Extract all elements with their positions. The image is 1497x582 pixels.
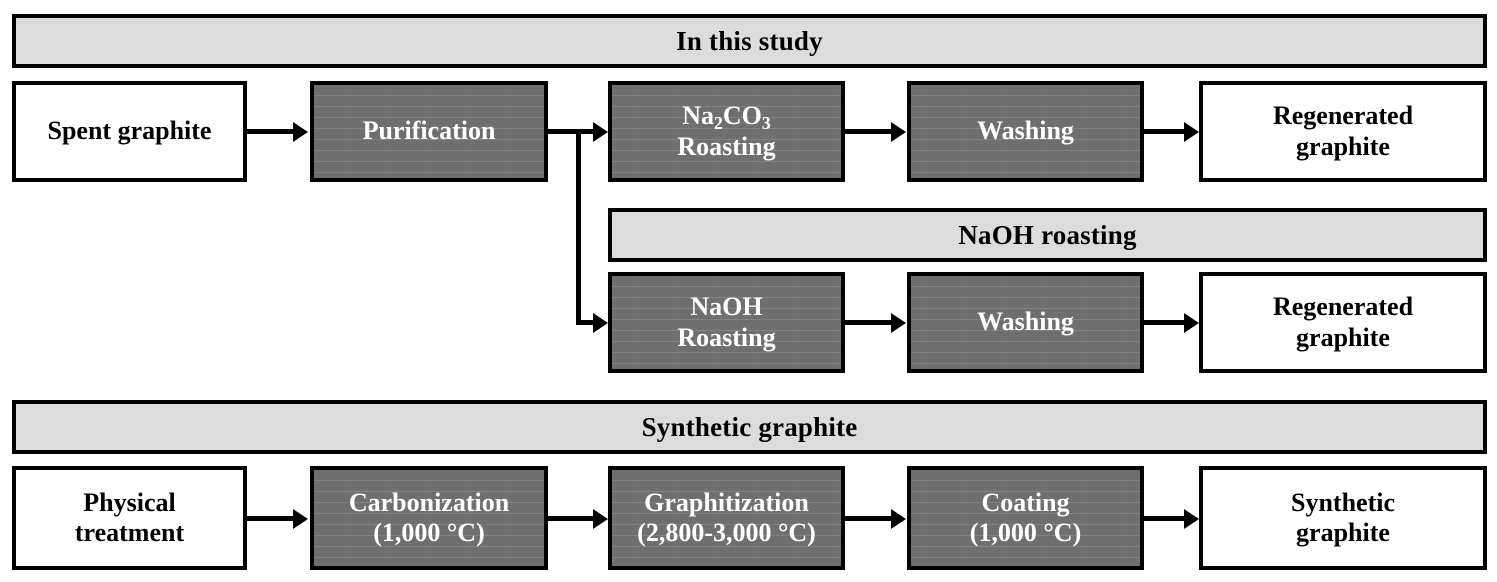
node-coating: Coating (1,000 °C) [907, 466, 1144, 570]
node-regenerated-graphite-2-label: Regenerated graphite [1273, 292, 1413, 352]
arrow-graphitization-to-coating-line [845, 516, 891, 521]
node-synthetic-graphite-output: Synthetic graphite [1199, 466, 1487, 570]
node-regenerated-graphite-1-label: Regenerated graphite [1273, 101, 1413, 161]
arrow-na2co3-to-washing-line [845, 129, 891, 134]
node-naoh-roasting: NaOH Roasting [608, 272, 845, 373]
regenerated-1-line1: Regenerated [1272, 101, 1414, 131]
node-regenerated-graphite-1: Regenerated graphite [1199, 81, 1487, 182]
node-physical-treatment-label: Physical treatment [75, 488, 184, 548]
banner-naoh-roasting: NaOH roasting [608, 208, 1487, 262]
banner-synthetic-graphite: Synthetic graphite [12, 400, 1487, 454]
node-spent-graphite: Spent graphite [12, 81, 247, 182]
arrow-washing-to-regenerated-1-head [1184, 122, 1199, 142]
na2co3-sub-2: 2 [714, 112, 723, 133]
node-purification-label: Purification [362, 116, 496, 146]
carbonization-line2: (1,000 °C) [373, 518, 485, 547]
arrow-graphitization-to-coating-head [891, 509, 906, 529]
naoh-line2: Roasting [677, 322, 776, 352]
branch-to-naoh-line [576, 320, 593, 325]
regenerated-1-line2: graphite [1296, 131, 1390, 161]
node-coating-label: Coating (1,000 °C) [970, 488, 1082, 548]
arrow-na2co3-to-washing-head [891, 122, 906, 142]
node-naoh-roasting-label: NaOH Roasting [677, 292, 775, 352]
arrow-washing-to-regenerated-1-line [1144, 129, 1184, 134]
arrow-physical-to-carbonization-line [247, 516, 293, 521]
graphitization-line1: Graphitization [644, 487, 809, 517]
node-spent-graphite-label: Spent graphite [47, 116, 212, 146]
na2co3-roasting-word: Roasting [677, 131, 776, 161]
banner-in-this-study-label: In this study [676, 25, 823, 56]
arrow-coating-to-synthetic-line [1144, 516, 1184, 521]
arrow-spent-to-purification-head [293, 122, 308, 142]
regenerated-2-line2: graphite [1296, 322, 1390, 352]
arrow-naoh-to-washing-head [891, 313, 906, 333]
node-carbonization: Carbonization (1,000 °C) [310, 466, 548, 570]
na2co3-prefix: Na [682, 101, 715, 131]
naoh-line1: NaOH [690, 292, 763, 322]
branch-vertical-connector [576, 129, 581, 325]
node-washing-naoh: Washing [907, 272, 1144, 373]
synthetic-line1: Synthetic [1291, 487, 1395, 517]
node-carbonization-label: Carbonization (1,000 °C) [349, 488, 509, 548]
na2co3-formula: Na2CO3 [677, 101, 775, 133]
node-regenerated-graphite-2: Regenerated graphite [1199, 272, 1487, 373]
arrow-physical-to-carbonization-head [293, 509, 308, 529]
node-synthetic-graphite-output-label: Synthetic graphite [1291, 488, 1395, 548]
node-washing-naoh-label: Washing [977, 307, 1074, 337]
arrow-spent-to-purification-line [247, 129, 293, 134]
arrow-carbonization-to-graphitization-line [548, 516, 593, 521]
node-graphitization: Graphitization (2,800-3,000 °C) [608, 466, 845, 570]
node-washing-na2co3: Washing [907, 81, 1144, 182]
synthetic-line2: graphite [1296, 518, 1390, 547]
banner-synthetic-graphite-label: Synthetic graphite [641, 411, 858, 442]
node-na2co3-roasting-label: Na2CO3 Roasting [677, 101, 775, 161]
node-purification: Purification [310, 81, 548, 182]
arrow-purification-to-na2co3-line [548, 129, 593, 134]
graphitization-line2: (2,800-3,000 °C) [637, 518, 816, 547]
coating-line2: (1,000 °C) [969, 518, 1082, 547]
branch-to-naoh-head [593, 313, 608, 333]
node-washing-na2co3-label: Washing [977, 116, 1074, 146]
arrow-naoh-to-washing-line [845, 320, 891, 325]
arrow-coating-to-synthetic-head [1184, 509, 1199, 529]
arrow-washing-to-regenerated-2-head [1184, 313, 1199, 333]
carbonization-line1: Carbonization [348, 487, 510, 517]
node-graphitization-label: Graphitization (2,800-3,000 °C) [637, 488, 816, 548]
node-na2co3-roasting: Na2CO3 Roasting [608, 81, 845, 182]
physical-line1: Physical [83, 487, 176, 517]
na2co3-mid: CO [722, 101, 762, 131]
na2co3-sub-3: 3 [761, 112, 771, 133]
banner-in-this-study: In this study [12, 14, 1487, 68]
node-physical-treatment: Physical treatment [12, 466, 247, 570]
coating-line1: Coating [981, 487, 1070, 517]
physical-line2: treatment [74, 518, 185, 547]
arrow-washing-to-regenerated-2-line [1144, 320, 1184, 325]
banner-naoh-roasting-label: NaOH roasting [958, 219, 1137, 250]
arrow-carbonization-to-graphitization-head [593, 509, 608, 529]
arrow-purification-to-na2co3-head [593, 122, 608, 142]
regenerated-2-line1: Regenerated [1272, 292, 1414, 322]
